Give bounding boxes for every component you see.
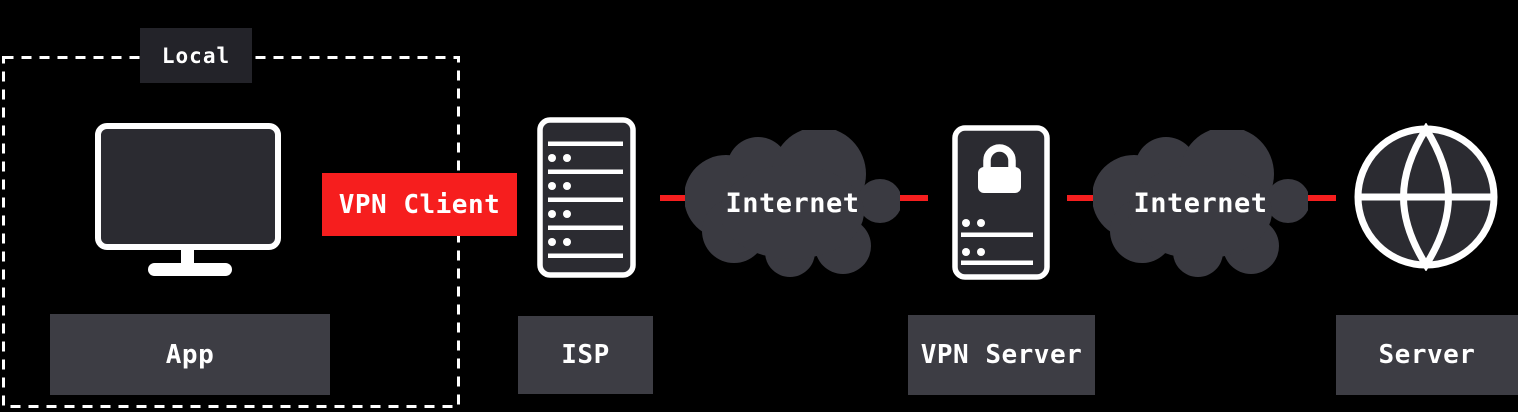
connector-isp-internet: [660, 195, 690, 201]
connector-vpnserver-internet: [1067, 195, 1098, 201]
vpn-client-badge: VPN Client: [322, 173, 517, 236]
isp-node-label-text: ISP: [561, 340, 610, 370]
internet-cloud-1-label: Internet: [725, 188, 860, 219]
internet-cloud-2: Internet: [1093, 130, 1308, 277]
vpn-server-node-label-text: VPN Server: [920, 340, 1083, 370]
globe-icon: [1354, 123, 1498, 271]
local-boundary-dashed-border: [2, 56, 460, 408]
connector-internet-server: [1306, 195, 1336, 201]
isp-node-label: ISP: [518, 316, 653, 394]
monitor-icon: [95, 123, 281, 276]
internet-cloud-1: Internet: [685, 130, 900, 277]
server-node-label: Server: [1336, 315, 1518, 395]
connector-internet-vpnserver: [897, 195, 928, 201]
server-node-label-text: Server: [1378, 340, 1476, 370]
server-rack-icon: [537, 117, 636, 278]
internet-cloud-2-label: Internet: [1133, 188, 1268, 219]
local-boundary-label-text: Local: [161, 43, 231, 68]
vpn-server-node-label: VPN Server: [908, 315, 1095, 395]
app-node-label-text: App: [165, 339, 215, 370]
vpn-client-badge-text: VPN Client: [338, 189, 501, 220]
cloud-icon: [685, 130, 900, 277]
cloud-icon: [1093, 130, 1308, 277]
lock-icon: [978, 144, 1021, 193]
secure-server-icon: [952, 125, 1050, 280]
local-boundary-label: Local: [140, 28, 252, 83]
app-node-label: App: [50, 314, 330, 395]
